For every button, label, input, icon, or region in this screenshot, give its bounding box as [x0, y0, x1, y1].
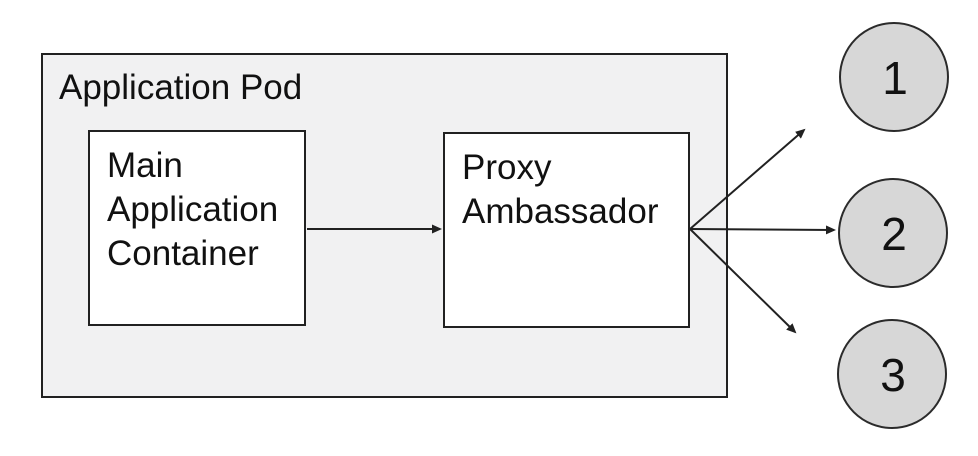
endpoint-label-1: 1	[882, 52, 908, 104]
main-application-container-node: Main Application Container	[88, 130, 306, 326]
application-pod-label: Application Pod	[59, 68, 303, 107]
endpoint-circle-1	[839, 22, 949, 132]
endpoint-label-3: 3	[880, 349, 906, 401]
node-label-proxy: Proxy Ambassador	[462, 148, 659, 231]
endpoint-circle-2	[838, 178, 948, 288]
endpoint-circle-3	[837, 319, 947, 429]
proxy-ambassador-node: Proxy Ambassador	[443, 132, 690, 328]
node-label-main: Main Application Container	[107, 146, 279, 273]
endpoint-label-2: 2	[881, 208, 907, 260]
